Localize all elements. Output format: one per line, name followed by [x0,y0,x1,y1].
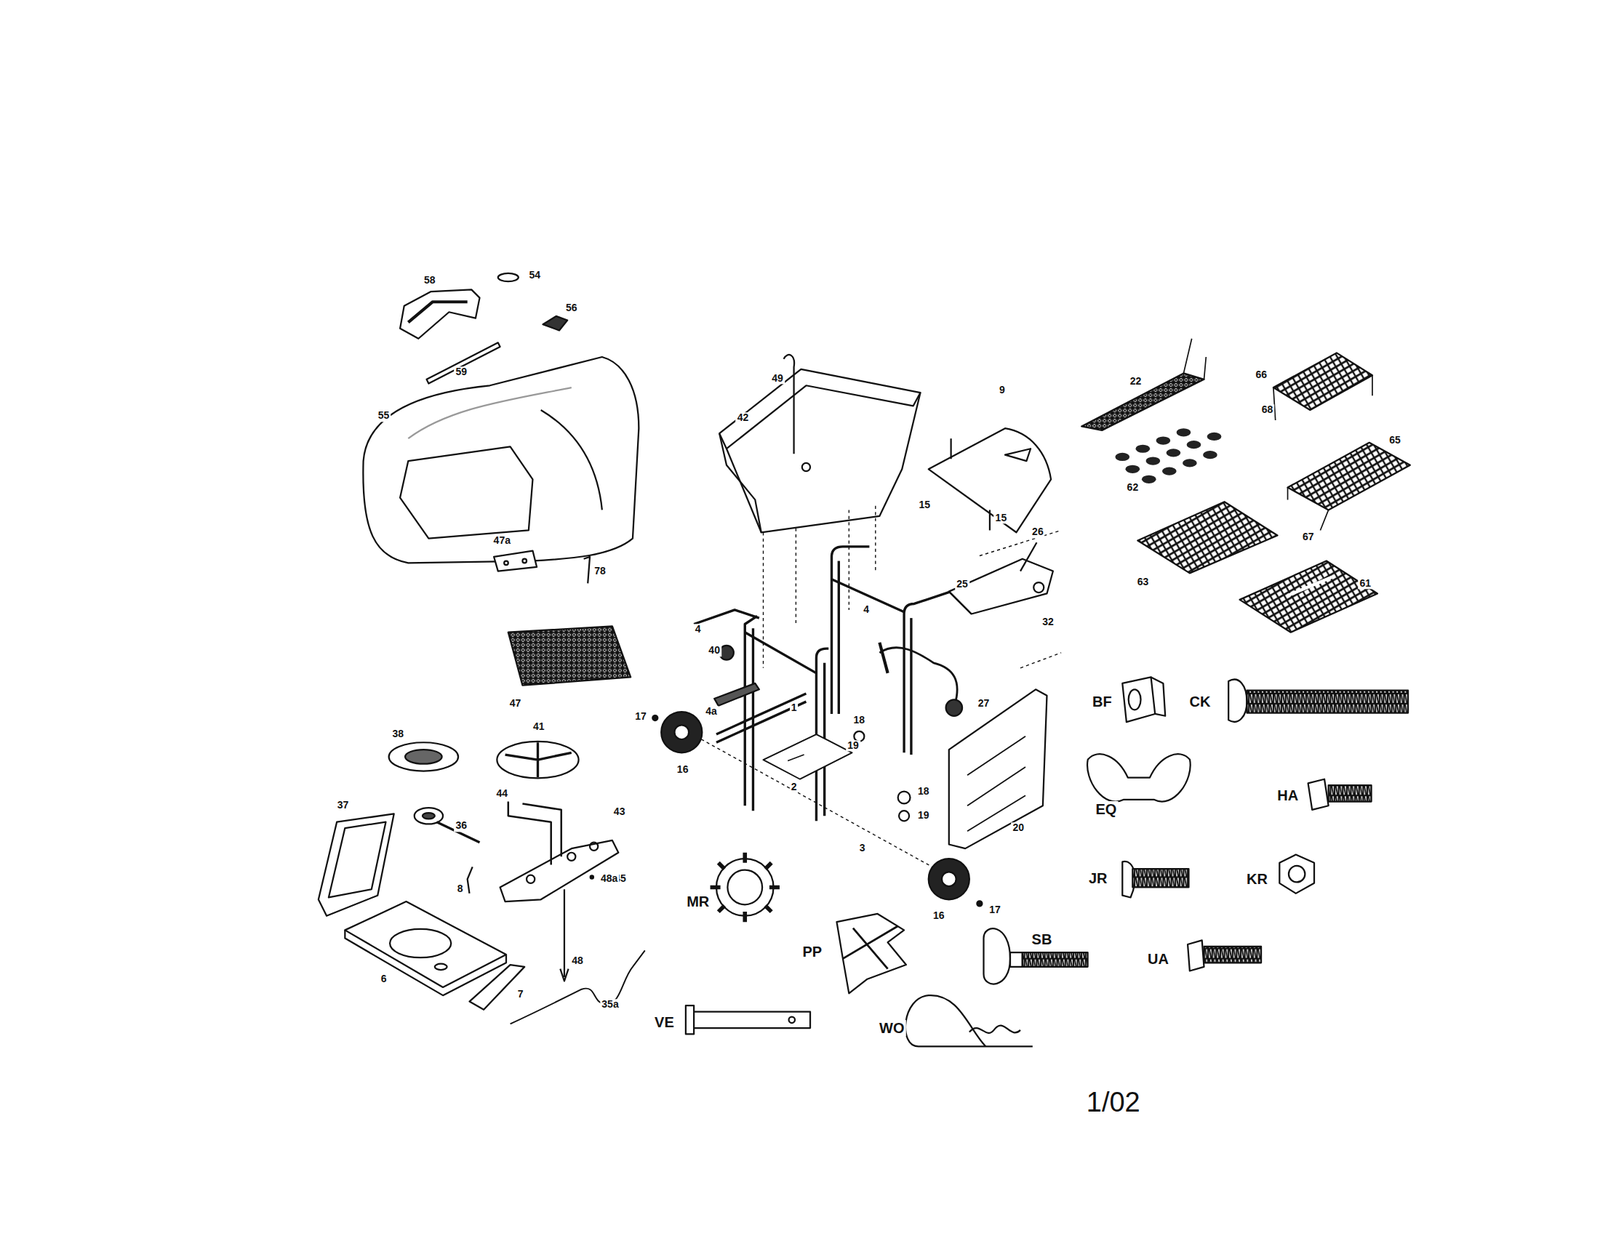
callout-number: 61 [1357,578,1373,590]
callout-number: 36 [453,821,469,832]
callout-number: 25 [954,578,970,590]
callout-number: HA [1275,787,1300,804]
callout-number: 48 [570,955,585,967]
callout-number: 66 [1253,370,1269,382]
callout-number: 58 [422,274,438,286]
callout-number: 55 [376,410,392,422]
heat-bar [426,342,501,384]
hardware [685,677,1408,1047]
callout-number: 8 [456,884,465,896]
callout-number: 54 [527,269,542,281]
callout-number: 48a [599,874,619,886]
callout-number: 3 [858,843,867,855]
cooking-grids [493,338,1411,686]
callout-number: 22 [1128,376,1144,387]
callout-number: VE [653,1014,676,1031]
callout-number: 43 [612,806,627,818]
side-burner [318,741,646,1025]
lid-group [362,273,639,563]
callout-number: 15 [994,512,1009,524]
burner-hole [802,463,811,472]
callout-number: 18 [852,714,867,726]
callout-number: 37 [336,800,351,812]
assembly-lines [696,506,1062,876]
callout-number: 78 [592,565,608,577]
callout-number: 49 [770,373,785,384]
lid-contour [541,410,603,510]
callout-number: 17 [987,904,1003,916]
grill-body [719,354,920,533]
callout-number: 47a [492,535,512,547]
thermometer [498,273,519,282]
lid-shade [408,387,571,439]
callout-number: JR [1087,870,1110,887]
callout-number: 41 [531,722,547,734]
callout-number: 4a [704,706,719,718]
firebox-edge [726,448,762,533]
firebox-rim [719,385,920,449]
callout-number: 20 [1010,823,1026,835]
callout-number: 26 [1030,527,1046,539]
callout-number: 59 [453,366,469,378]
callout-number: 68 [1260,404,1275,416]
callout-number: 7 [516,989,526,1000]
callout-number: 27 [976,698,992,710]
callout-number: 19 [845,740,861,752]
callout-number: 16 [675,765,691,776]
callout-number: MR [685,893,711,910]
callout-number: KR [1245,871,1270,888]
callout-number: EQ [1093,801,1118,818]
lid-handle [400,289,480,339]
callout-number: 19 [916,810,931,822]
callout-number: 42 [736,413,751,424]
callout-number: 9 [997,385,1007,397]
lid-shell [362,357,639,563]
firebox [719,369,920,533]
callout-number: 67 [1301,532,1316,544]
callout-number: 56 [564,302,579,314]
callout-number: 17 [633,712,648,723]
callout-number: 18 [916,786,931,798]
callout-number: 44 [495,788,510,800]
callout-number: PP [800,944,824,960]
callout-number: 1/02 [1085,1088,1142,1119]
callout-number: 65 [1387,434,1403,446]
wheels [652,645,982,907]
callout-number: 32 [1040,616,1056,628]
handle-grip [408,301,467,323]
callout-number: 1 [789,702,799,714]
callout-number: 62 [1125,482,1141,494]
lid-window [400,446,533,539]
callout-number: SB [1030,931,1054,948]
callout-number: 15 [917,499,932,511]
callout-number: BF [1090,693,1114,710]
callout-number: 63 [1136,576,1151,588]
callout-number: 4 [861,604,871,616]
callout-number: 47 [508,698,523,710]
side-parts [879,428,1053,849]
callout-number: 4 [693,624,703,635]
callout-number: UA [1146,951,1171,968]
lid-knob [542,316,568,331]
callout-number: 6 [379,973,389,985]
callout-number: 2 [789,781,799,793]
callout-number: WO [877,1020,906,1037]
callout-number: 40 [706,645,722,656]
callout-number: 35a [600,999,620,1011]
callout-number: 38 [390,729,406,741]
callout-number: CK [1188,693,1213,710]
probe [784,354,795,454]
cart-frame [693,546,952,822]
callout-number: 16 [931,910,947,922]
